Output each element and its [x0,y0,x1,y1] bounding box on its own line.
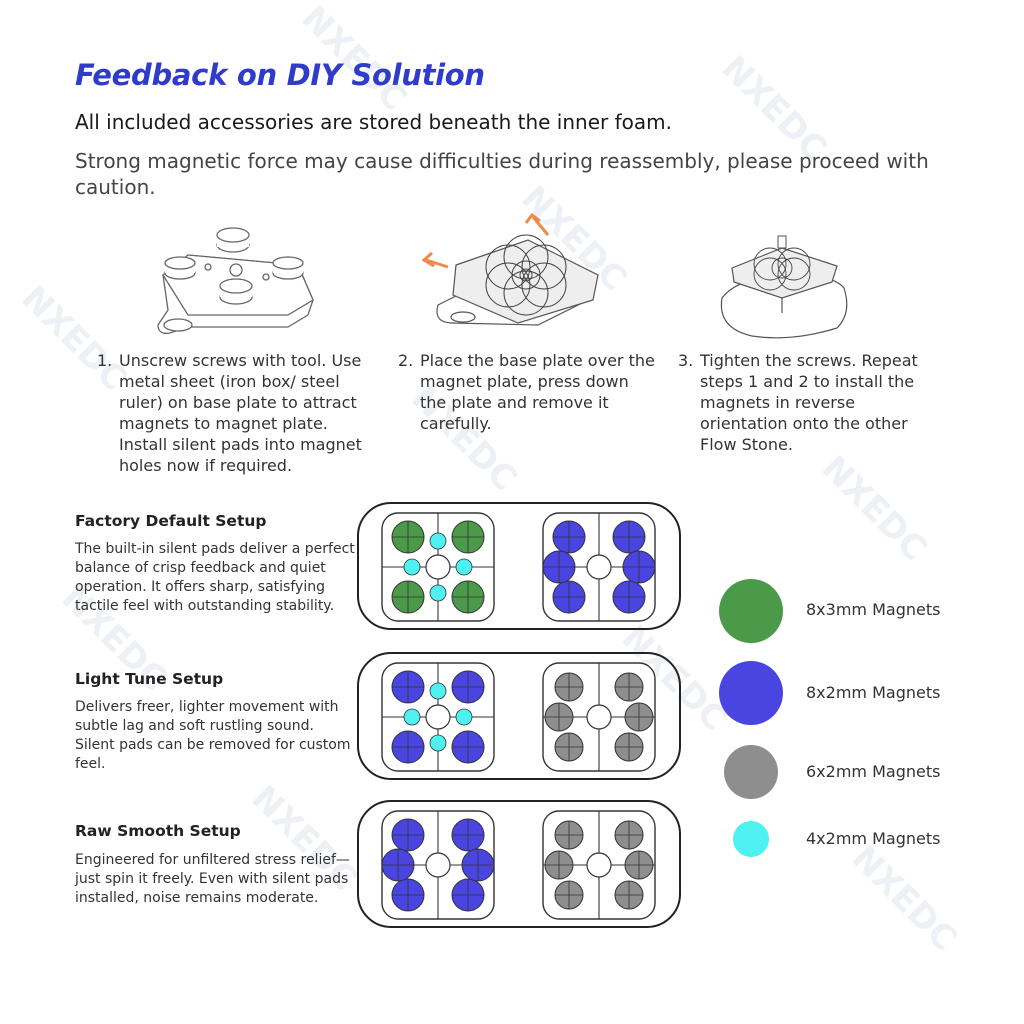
magnet-plate-right [542,662,656,772]
magnet-blue [391,670,425,704]
center-hole [586,554,612,580]
page-title: Feedback on DIY Solution [75,58,485,92]
magnet-cyan [429,682,447,700]
legend-swatch-cyan [733,821,769,857]
setup-title-light: Light Tune Setup [75,670,224,688]
magnet-gray [544,702,574,732]
watermark-text: NXEDC [814,448,935,569]
legend-label: 4x2mm Magnets [806,829,941,848]
step-2: 2. Place the base plate over the magnet … [398,350,660,434]
magnet-green [451,580,485,614]
magnet-gray [614,672,644,702]
magnet-plate-left [381,512,495,622]
magnet-gray [614,880,644,910]
magnet-cyan [455,708,473,726]
magnet-gray [544,850,574,880]
magnet-cyan [455,558,473,576]
step-text: Unscrew screws with tool. Use metal shee… [119,351,362,475]
magnet-gray [614,732,644,762]
magnet-blue [552,580,586,614]
legend-swatch-blue [719,661,783,725]
magnet-gray [624,702,654,732]
step-text: Tighten the screws. Repeat steps 1 and 2… [700,351,918,454]
legend-label: 8x3mm Magnets [806,600,941,619]
magnet-plate-left [381,662,495,772]
magnet-green [391,520,425,554]
legend-label: 6x2mm Magnets [806,762,941,781]
step-1: 1. Unscrew screws with tool. Use metal s… [97,350,377,476]
step-number: 3. [678,351,694,370]
setup-desc-light: Delivers freer, lighter movement with su… [75,699,351,772]
magnet-blue [451,818,485,852]
legend-swatch-green [719,579,783,643]
magnet-gray [554,820,584,850]
magnet-blue [612,520,646,554]
step-number: 1. [97,351,113,370]
magnet-blue [552,520,586,554]
magnet-plate-left [381,810,495,920]
legend-swatch-gray [724,745,778,799]
magnet-blue [391,878,425,912]
magnet-plate-right [542,810,656,920]
setup-desc-raw: Engineered for unfiltered stress relief—… [75,852,350,906]
assembled-stone-illustration [720,235,848,339]
setup-panel-light [357,652,681,780]
magnet-blue [451,878,485,912]
magnet-gray [614,820,644,850]
magnet-gray [554,732,584,762]
setup-title-factory: Factory Default Setup [75,512,267,530]
center-hole [586,704,612,730]
magnet-blue [542,550,576,584]
magnet-cyan [429,584,447,602]
magnet-cyan [429,532,447,550]
magnet-blue [451,730,485,764]
watermark-text: NXEDC [844,838,965,959]
center-hole [586,852,612,878]
magnet-green [391,580,425,614]
magnet-plate-right [542,512,656,622]
magnet-blue [622,550,656,584]
magnet-plate-illustration [157,227,314,334]
magnet-cyan [403,708,421,726]
center-hole [425,554,451,580]
step-number: 2. [398,351,414,370]
accessories-note: All included accessories are stored bene… [75,110,672,134]
setup-title-raw: Raw Smooth Setup [75,822,241,840]
magnet-green [451,520,485,554]
magnet-cyan [429,734,447,752]
magnet-blue [391,818,425,852]
magnet-blue [461,848,495,882]
magnet-blue [612,580,646,614]
center-hole [425,852,451,878]
magnet-blue [391,730,425,764]
magnet-gray [624,850,654,880]
setup-desc-factory: The built-in silent pads deliver a perfe… [75,541,355,614]
magnet-gray [554,672,584,702]
magnet-cyan [403,558,421,576]
caution-note: Strong magnetic force may cause difficul… [75,149,929,199]
magnet-blue [451,670,485,704]
base-plate-illustration [421,212,599,326]
step-text: Place the base plate over the magnet pla… [420,351,655,433]
magnet-gray [554,880,584,910]
step-3: 3. Tighten the screws. Repeat steps 1 an… [678,350,938,455]
legend-label: 8x2mm Magnets [806,683,941,702]
setup-panel-raw [357,800,681,928]
magnet-blue [381,848,415,882]
center-hole [425,704,451,730]
setup-panel-factory [357,502,681,630]
